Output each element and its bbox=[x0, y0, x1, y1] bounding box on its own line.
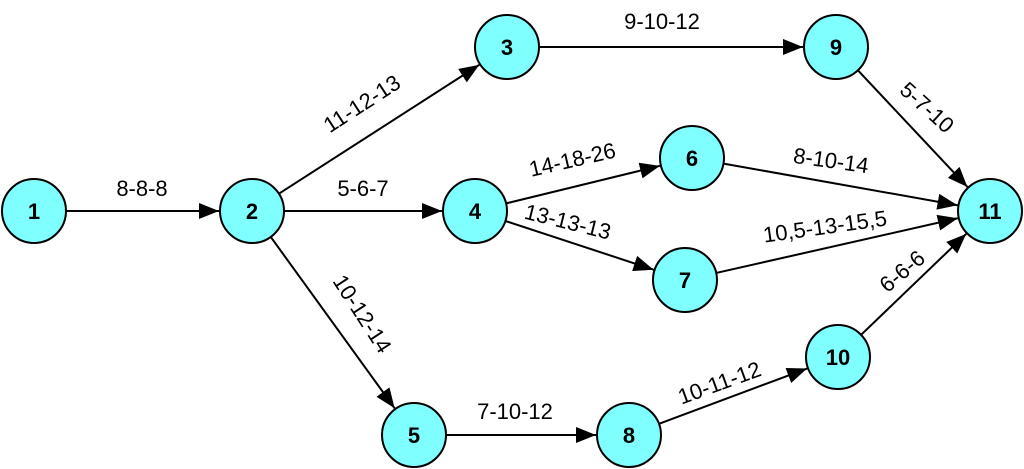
node-circle bbox=[442, 178, 508, 244]
edge-9-11: 5-7-10 bbox=[857, 69, 969, 188]
node-4: 4 bbox=[442, 178, 508, 244]
node-label: 11 bbox=[978, 199, 1001, 224]
edge-4-7: 13-13-13 bbox=[505, 199, 654, 272]
node-label: 8 bbox=[623, 423, 635, 448]
node-label: 9 bbox=[830, 35, 842, 60]
edge-2-4: 5-6-7 bbox=[284, 176, 442, 219]
edge-6-11: 8-10-14 bbox=[723, 143, 958, 210]
edge-arrow bbox=[278, 64, 480, 195]
edge-arrow bbox=[269, 236, 396, 409]
edge-label: 10,5-13-15,5 bbox=[761, 206, 888, 248]
edge-4-6: 14-18-26 bbox=[505, 138, 661, 205]
nodes-layer: 1 2 3 4 5 6 7 8 9 10 11 bbox=[1, 14, 1023, 468]
node-circle bbox=[1, 178, 67, 244]
edge-2-5: 10-12-14 bbox=[269, 236, 397, 409]
node-9: 9 bbox=[803, 14, 869, 80]
node-label: 2 bbox=[246, 199, 258, 224]
edge-label: 8-8-8 bbox=[116, 176, 167, 201]
node-6: 6 bbox=[659, 125, 725, 191]
node-circle bbox=[596, 402, 662, 468]
edge-arrow bbox=[860, 233, 967, 336]
edge-label: 5-7-10 bbox=[895, 77, 959, 138]
node-label: 7 bbox=[679, 268, 691, 293]
edge-5-8: 7-10-12 bbox=[446, 399, 596, 443]
edge-1-2: 8-8-8 bbox=[66, 176, 219, 219]
node-label: 4 bbox=[469, 199, 482, 224]
edge-label: 14-18-26 bbox=[527, 138, 618, 182]
node-label: 6 bbox=[686, 146, 698, 171]
node-7: 7 bbox=[652, 247, 718, 313]
edge-label: 9-10-12 bbox=[624, 9, 700, 34]
node-circle bbox=[652, 247, 718, 313]
node-circle bbox=[474, 14, 540, 80]
node-2: 2 bbox=[219, 178, 285, 244]
edge-arrow bbox=[723, 162, 958, 210]
edge-arrow bbox=[715, 214, 959, 274]
edge-label: 5-6-7 bbox=[337, 176, 388, 201]
edge-8-10: 10-11-12 bbox=[658, 356, 808, 425]
edge-2-3: 11-12-13 bbox=[278, 64, 480, 195]
node-circle bbox=[957, 178, 1023, 244]
node-circle bbox=[659, 125, 725, 191]
edge-3-9: 9-10-12 bbox=[539, 9, 803, 55]
node-8: 8 bbox=[596, 402, 662, 468]
node-circle bbox=[219, 178, 285, 244]
node-11: 11 bbox=[957, 178, 1023, 244]
edge-arrow bbox=[857, 69, 969, 188]
edge-10-11: 6-6-6 bbox=[860, 233, 967, 336]
node-circle bbox=[803, 14, 869, 80]
edge-label: 7-10-12 bbox=[477, 399, 553, 424]
node-label: 1 bbox=[28, 199, 40, 224]
edge-label: 10-12-14 bbox=[328, 270, 397, 357]
node-label: 3 bbox=[501, 35, 513, 60]
edge-label: 13-13-13 bbox=[522, 199, 614, 245]
node-label: 10 bbox=[826, 345, 850, 370]
node-circle bbox=[381, 402, 447, 468]
node-5: 5 bbox=[381, 402, 447, 468]
node-1: 1 bbox=[1, 178, 67, 244]
node-10: 10 bbox=[805, 324, 871, 390]
node-3: 3 bbox=[474, 14, 540, 80]
edge-arrow bbox=[505, 162, 661, 205]
node-label: 5 bbox=[408, 423, 420, 448]
edge-label: 8-10-14 bbox=[792, 143, 871, 178]
node-circle bbox=[805, 324, 871, 390]
edge-arrow bbox=[505, 220, 654, 272]
edge-arrow bbox=[658, 367, 808, 425]
edge-label: 6-6-6 bbox=[874, 245, 929, 297]
edge-label: 11-12-13 bbox=[319, 70, 405, 138]
